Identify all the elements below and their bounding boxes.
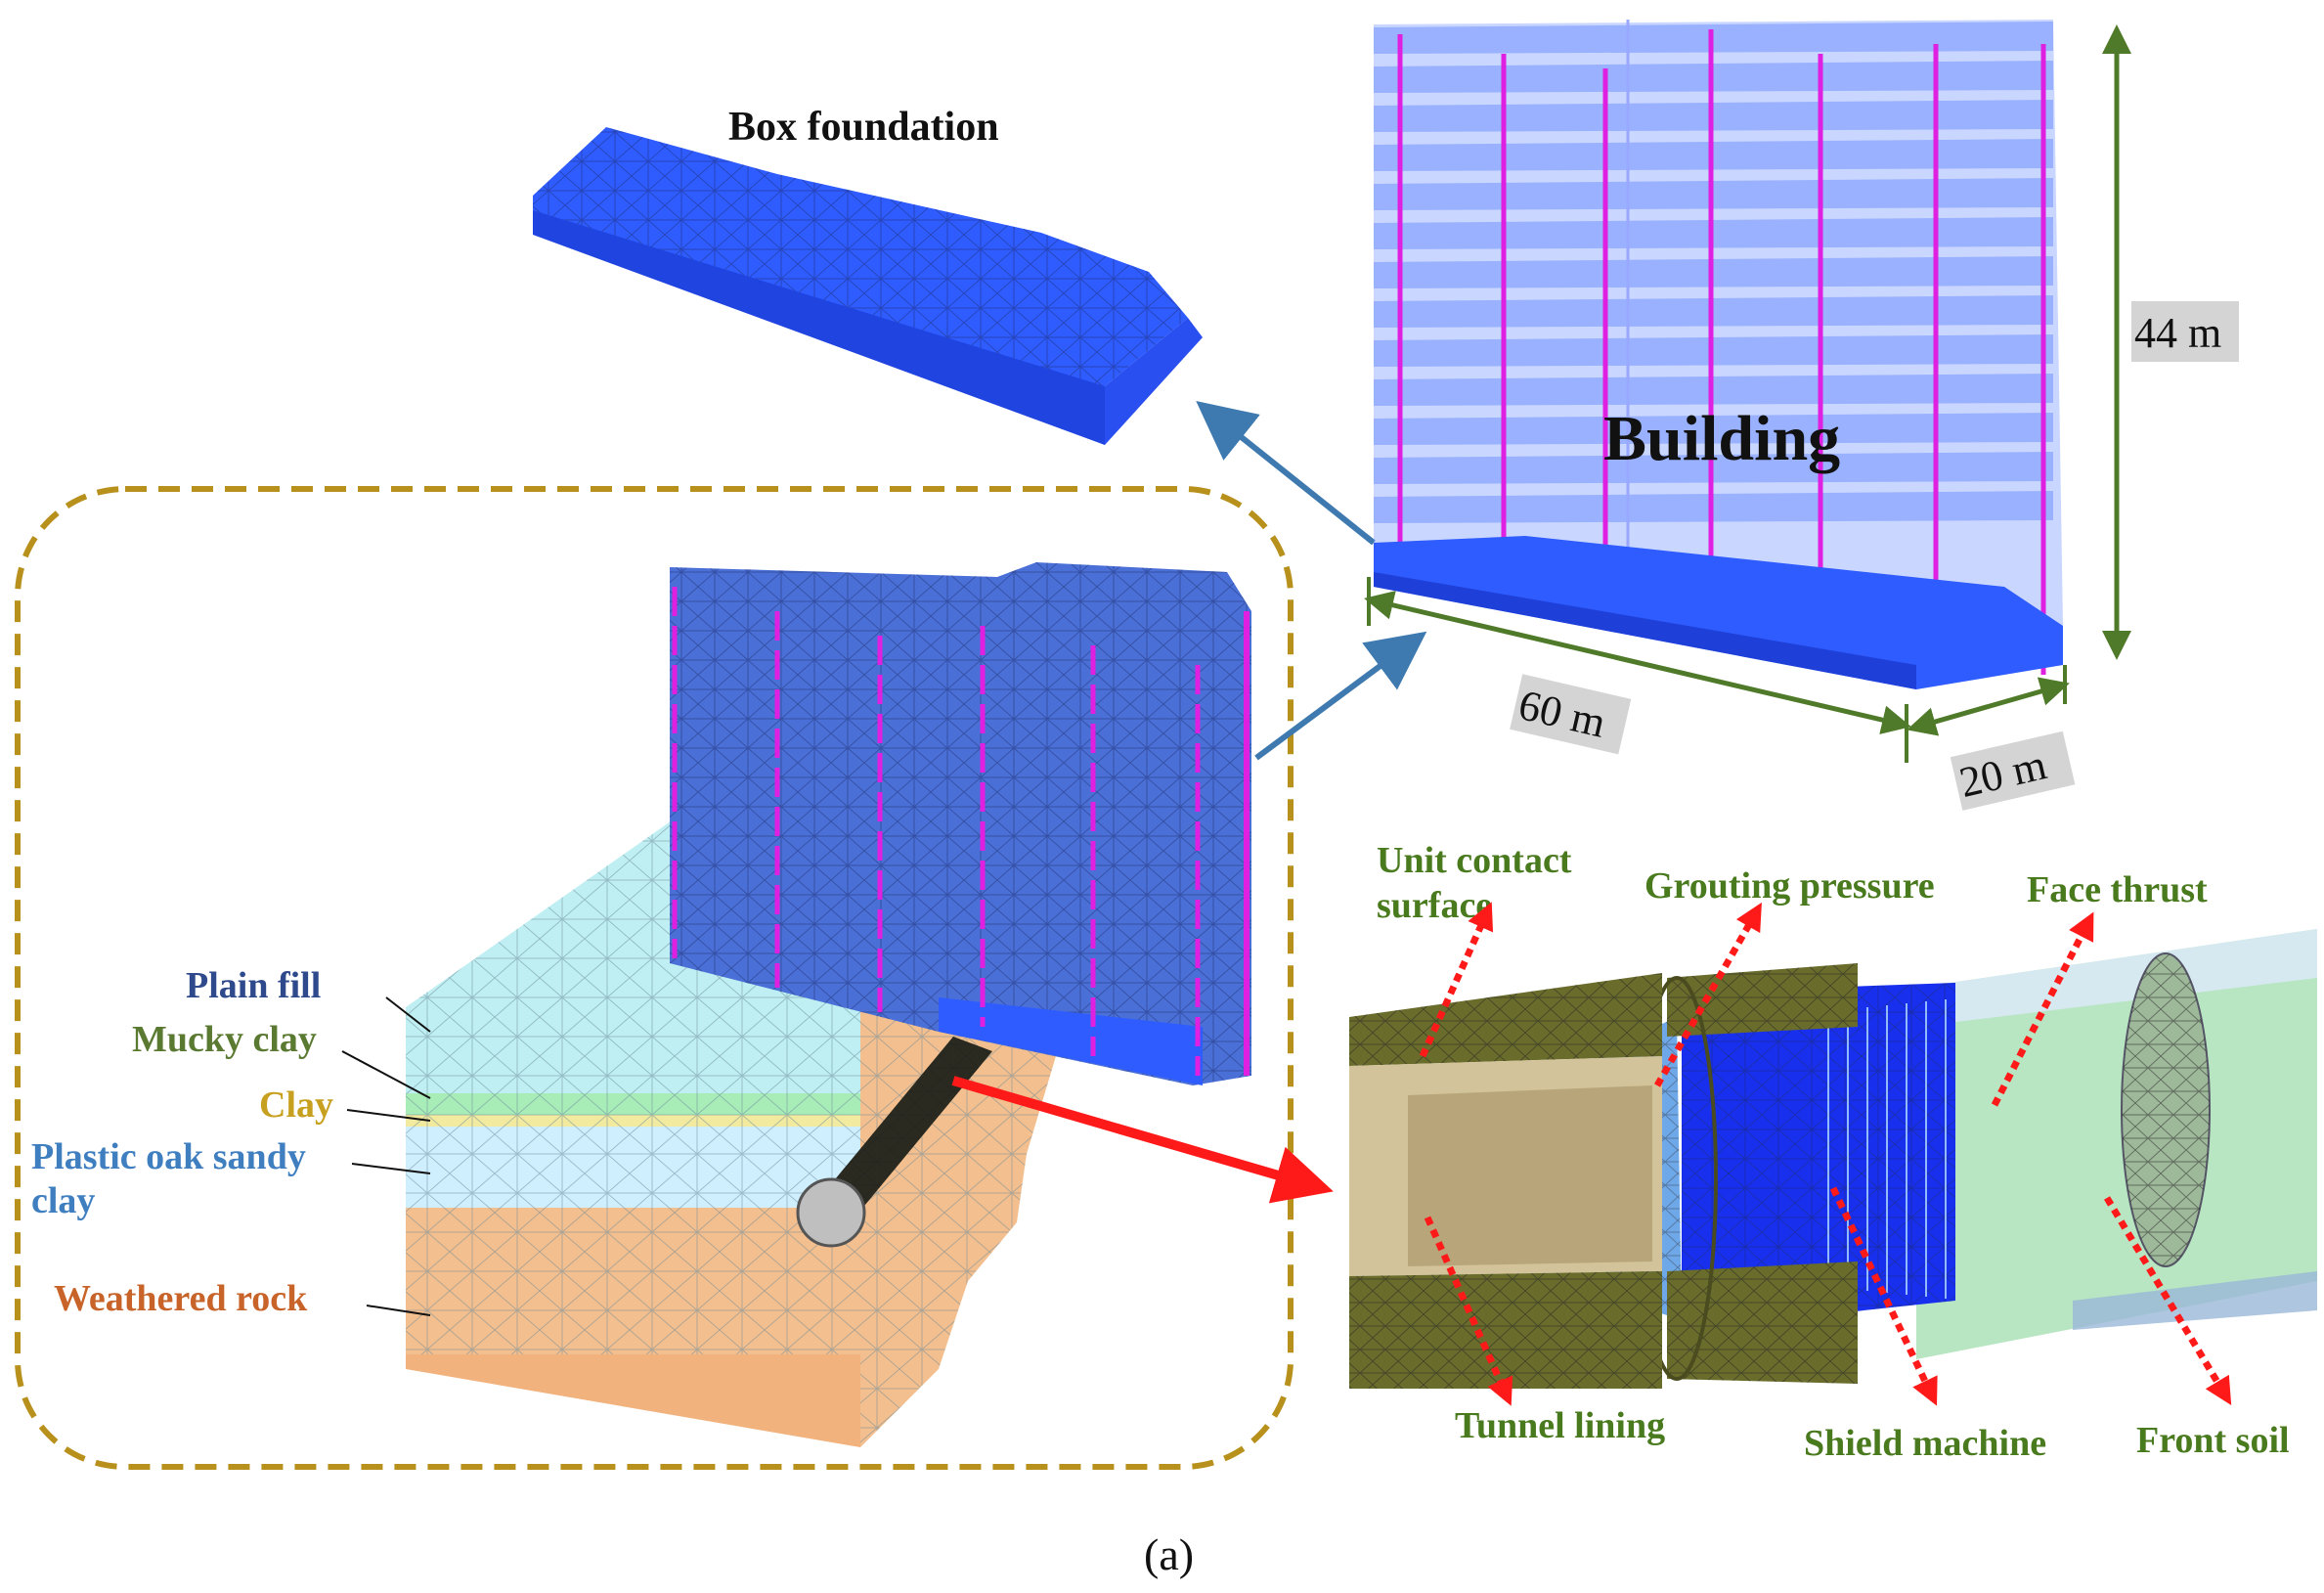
building-columns (1397, 20, 2046, 675)
length-label-box (1510, 674, 1632, 755)
height-label: 44 m (2134, 309, 2221, 357)
plastic-clay-label-line2: clay (31, 1180, 95, 1221)
height-label-box (2131, 301, 2239, 362)
soil-leader-lines (341, 996, 431, 1316)
tunnel-detail-model (1349, 929, 2317, 1389)
unit-contact-label-line2: surface (1377, 885, 1492, 926)
box-foundation-label: Box foundation (728, 105, 999, 150)
building-model (1374, 20, 2063, 689)
model-detail-frame (15, 486, 1294, 1470)
arrow-to-foundation (1196, 401, 1376, 546)
mucky-clay-label: Mucky clay (132, 1019, 317, 1060)
figure-caption: (a) (1144, 1529, 1194, 1579)
plain-fill-label: Plain fill (186, 965, 321, 1006)
arrow-to-tunnel-detail (951, 1076, 1334, 1204)
unit-contact-label-line1: Unit contact (1377, 840, 1572, 881)
length-dimension-line (1364, 591, 1911, 734)
face-thrust-label: Face thrust (2027, 869, 2208, 910)
clay-label: Clay (259, 1084, 333, 1126)
width-label: 20 m (1955, 740, 2051, 807)
shield-machine-label: Shield machine (1804, 1423, 2046, 1464)
tunnel-pointer-arrows (1419, 902, 2232, 1406)
length-label: 60 m (1514, 681, 1610, 747)
box-foundation-model (533, 127, 1203, 445)
tunnel-in-soil (796, 1037, 992, 1248)
front-soil-label: Front soil (2136, 1420, 2290, 1461)
soil-block-model (406, 812, 1056, 1447)
arrow-to-building (1254, 631, 1427, 761)
width-dimension-line (1907, 677, 2070, 736)
building-on-soil-model (670, 562, 1251, 1085)
weathered-rock-label: Weathered rock (54, 1278, 308, 1319)
plastic-clay-label-line1: Plastic oak sandy (31, 1136, 306, 1177)
tunnel-lining-label: Tunnel lining (1455, 1405, 1665, 1446)
building-label: Building (1603, 403, 1840, 474)
grouting-pressure-label: Grouting pressure (1644, 865, 1935, 907)
width-label-box (1950, 730, 2076, 811)
